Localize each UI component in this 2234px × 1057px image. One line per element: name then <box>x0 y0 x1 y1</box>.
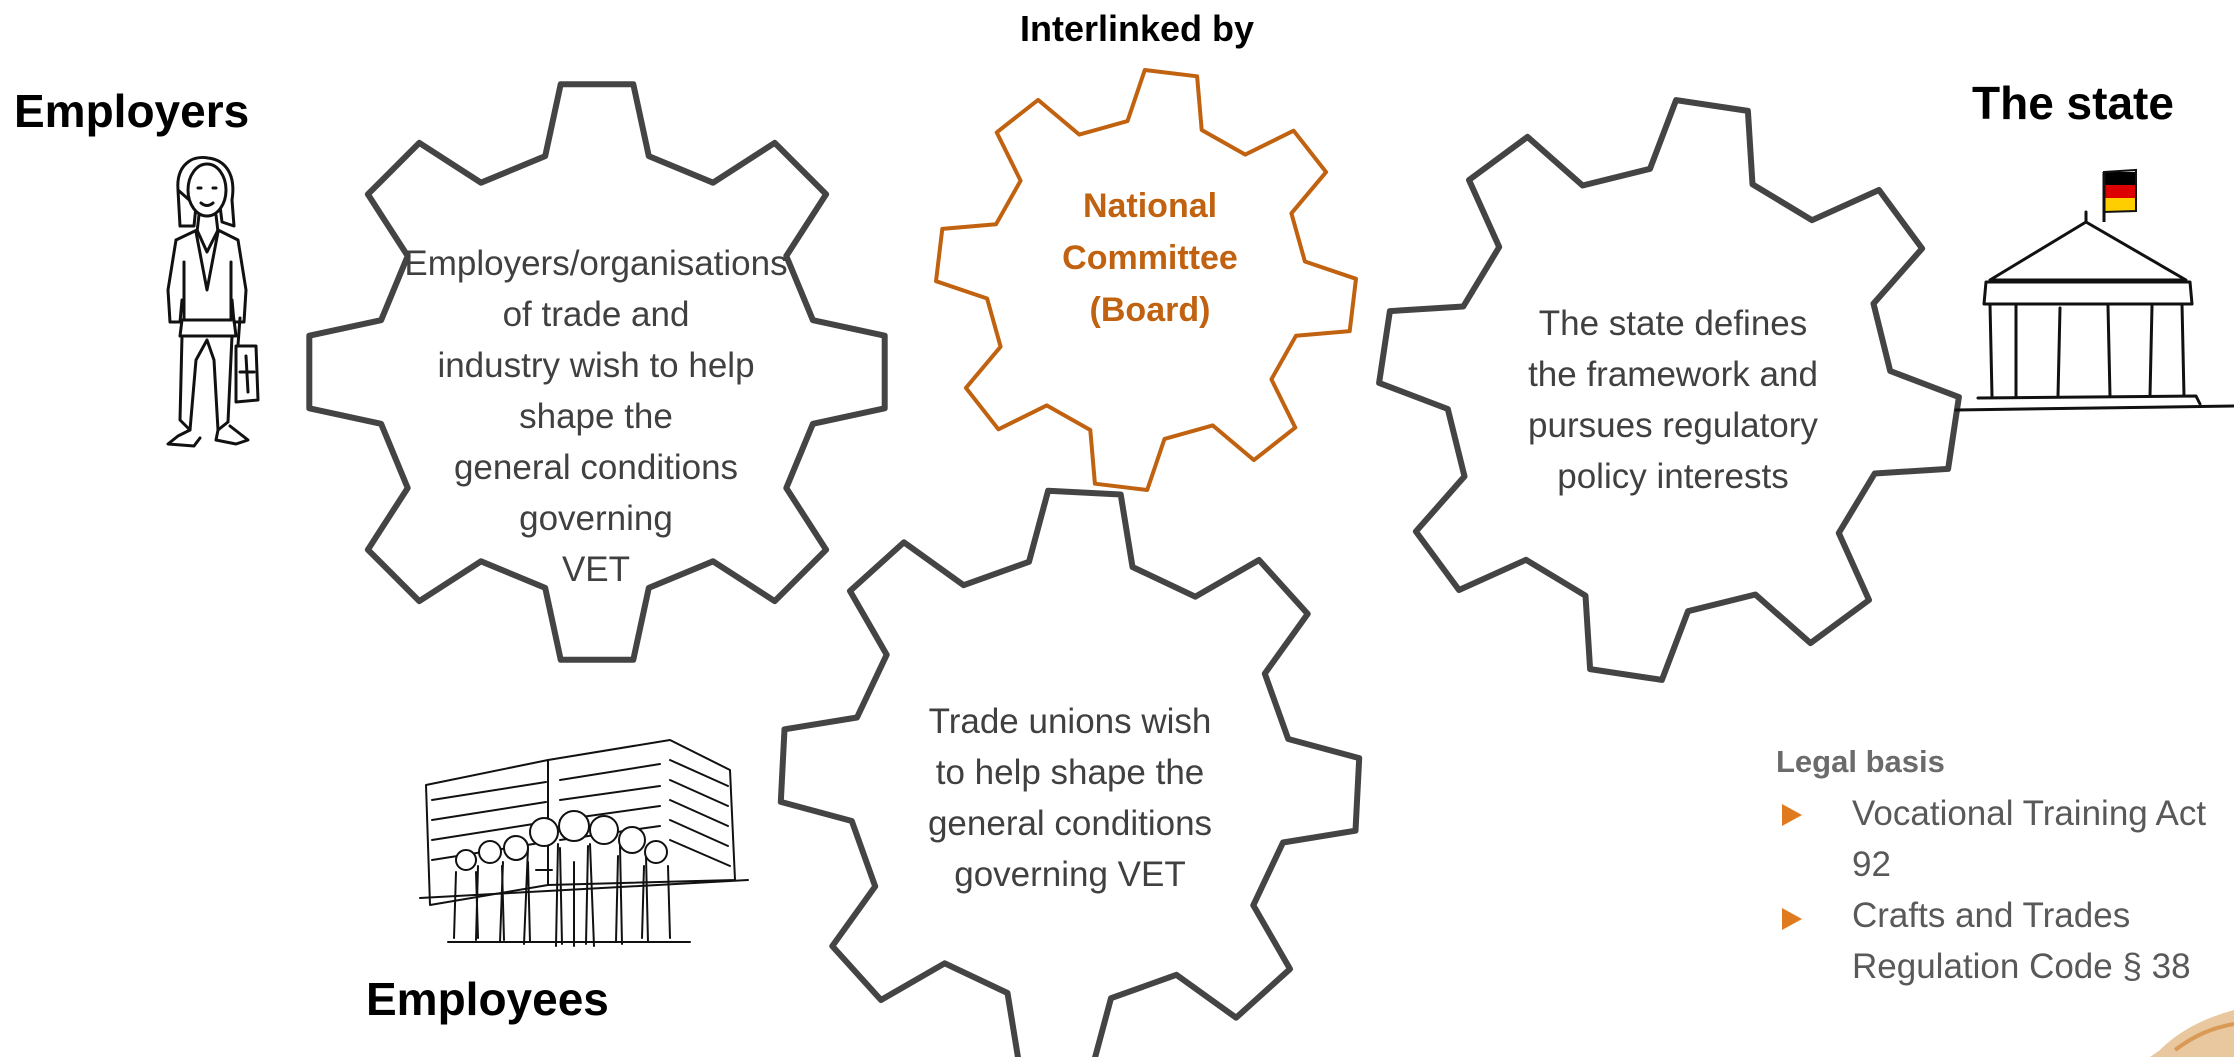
committee-gear-text: National Committee (Board) <box>1000 180 1300 336</box>
legal-item-line: Vocational Training Act <box>1852 794 2207 833</box>
gear-text-line: to help shape the <box>935 753 1205 792</box>
legal-item-line: Crafts and Trades <box>1852 896 2131 935</box>
employers-heading: Employers <box>14 85 250 137</box>
committee-gear <box>934 68 1358 492</box>
legal-item: Crafts and Trades Regulation Code § 38 <box>1852 890 2191 992</box>
gear-text-line: general conditions <box>453 448 739 487</box>
state-gear-text: The state defines the framework and purs… <box>1478 298 1868 502</box>
gear-text-line: governing VET <box>954 855 1186 894</box>
gear-text-line: The state defines <box>1538 304 1808 343</box>
gear-text-line: Committee <box>1062 239 1238 277</box>
employees-heading: Employees <box>366 973 609 1025</box>
state-gear <box>1376 97 1962 683</box>
gear-text-line: shape the <box>519 397 673 436</box>
unions-gear <box>777 487 1363 1057</box>
bullet-icon <box>1782 804 1802 826</box>
gear-text-line: Trade unions wish <box>928 702 1212 741</box>
employers-gear <box>306 81 888 663</box>
legal-item-line: 92 <box>1852 845 1891 884</box>
gear-text-line: VET <box>561 550 631 589</box>
decorative-corner-icon <box>2150 1010 2234 1057</box>
german-flag-icon <box>2102 168 2137 222</box>
legal-basis-title: Legal basis <box>1776 744 1945 779</box>
government-building-icon <box>1954 210 2234 412</box>
legal-item: Vocational Training Act 92 <box>1852 788 2206 890</box>
gear-text-line: Employers/organisations <box>404 244 788 283</box>
gear-text-line: (Board) <box>1089 291 1211 329</box>
businesswoman-icon <box>166 155 260 448</box>
gear-text-line: governing <box>519 499 673 538</box>
gear-text-line: National <box>1082 187 1218 225</box>
employees-group-icon <box>419 739 749 947</box>
gear-text-line: industry wish to help <box>437 346 755 385</box>
gear-text-line: of trade and <box>502 295 690 334</box>
employers-gear-text: Employers/organisations of trade and ind… <box>365 238 827 595</box>
legal-item-line: Regulation Code § 38 <box>1852 947 2191 986</box>
unions-gear-text: Trade unions wish to help shape the gene… <box>880 696 1260 900</box>
gear-text-line: pursues regulatory <box>1528 406 1818 445</box>
gear-text-line: general conditions <box>927 804 1213 843</box>
state-heading: The state <box>1972 77 2174 129</box>
gear-text-line: the framework and <box>1528 355 1818 394</box>
gear-text-line: policy interests <box>1557 457 1789 496</box>
bullet-icon <box>1782 908 1802 930</box>
interlinked-heading: Interlinked by <box>1020 8 1255 49</box>
